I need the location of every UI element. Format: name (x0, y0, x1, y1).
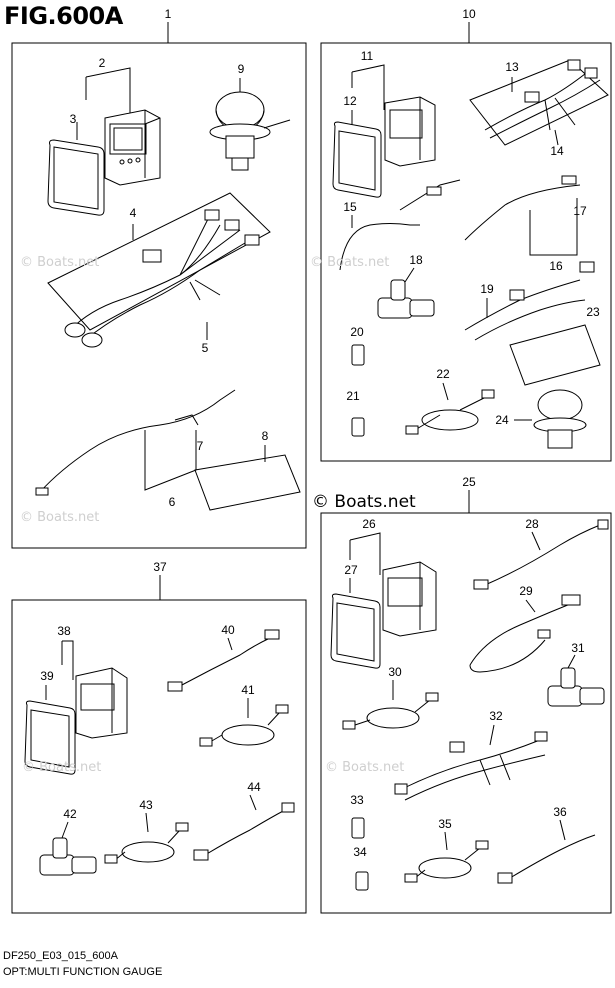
cable-icon (464, 175, 581, 241)
callout-labels: 1 2 3 4 5 6 7 8 9 10 11 12 13 14 15 16 1… (40, 7, 600, 859)
callout-36: 36 (553, 805, 567, 819)
callout-5: 5 (202, 341, 209, 355)
callout-33: 33 (350, 793, 364, 807)
callout-42: 42 (63, 807, 77, 821)
cable-icon (404, 840, 489, 883)
callout-21: 21 (346, 389, 360, 403)
parts-bag-icon (194, 454, 301, 511)
cable-icon (497, 834, 596, 884)
callout-26: 26 (362, 517, 376, 531)
callout-11: 11 (361, 49, 374, 63)
callout-19: 19 (480, 282, 494, 296)
callout-40: 40 (221, 623, 235, 637)
figure-title: FIG.600A (4, 2, 123, 30)
callout-20: 20 (350, 325, 364, 339)
gauge-cover-icon (47, 139, 105, 216)
watermark: © Boats.net (22, 760, 102, 775)
callout-31: 31 (571, 641, 585, 655)
callout-13: 13 (505, 60, 519, 74)
t-connector-icon (39, 837, 97, 876)
callout-12: 12 (343, 94, 357, 108)
callout-34: 34 (353, 845, 367, 859)
group-box-1 (11, 42, 307, 549)
watermark-bold: © Boats.net (312, 492, 416, 512)
callout-28: 28 (525, 517, 539, 531)
gauge-cover-icon (332, 121, 382, 198)
gauge-cover-icon (24, 700, 76, 775)
callout-29: 29 (519, 584, 533, 598)
callout-32: 32 (489, 709, 503, 723)
callout-39: 39 (40, 669, 54, 683)
callout-6: 6 (169, 495, 176, 509)
callout-4: 4 (130, 206, 137, 220)
watermark: © Boats.net (310, 255, 390, 270)
gauge-display-icon (75, 667, 128, 739)
callout-25: 25 (462, 475, 476, 489)
callout-10: 10 (462, 7, 476, 21)
callout-9: 9 (238, 62, 245, 76)
callout-24: 24 (495, 413, 509, 427)
watermark: © Boats.net (325, 760, 405, 775)
gauge-display-icon (104, 109, 161, 186)
callout-35: 35 (438, 817, 452, 831)
callout-8: 8 (262, 429, 269, 443)
callout-38: 38 (57, 624, 71, 638)
callout-17: 17 (573, 204, 587, 218)
cable-icon (339, 179, 461, 271)
group-box-37 (11, 599, 307, 914)
callout-27: 27 (344, 563, 358, 577)
cable-icon (469, 594, 581, 673)
terminator-icon (351, 344, 365, 366)
callout-16: 16 (549, 259, 563, 273)
footer-caption: OPT:MULTI FUNCTION GAUGE (3, 966, 163, 978)
callout-30: 30 (388, 665, 402, 679)
callout-44: 44 (247, 780, 261, 794)
terminator-icon (351, 817, 365, 839)
callout-15: 15 (343, 200, 357, 214)
callout-43: 43 (139, 798, 153, 812)
gauge-cover-icon (330, 593, 381, 669)
wire-harness-icon (484, 59, 601, 139)
cable-icon (199, 704, 289, 747)
parts-bag-icon (509, 324, 601, 386)
wire-harness-icon (464, 261, 595, 341)
terminator-icon (355, 871, 369, 891)
watermark: © Boats.net (20, 255, 100, 270)
t-connector-icon (547, 667, 605, 707)
callout-41: 41 (241, 683, 255, 697)
callout-14: 14 (550, 144, 564, 158)
group-box-25 (320, 512, 612, 914)
callout-18: 18 (409, 253, 423, 267)
cable-icon (473, 519, 609, 590)
callout-7: 7 (197, 439, 204, 453)
wire-harness-icon (64, 209, 260, 348)
cable-icon (405, 389, 495, 435)
callout-1: 1 (165, 7, 172, 21)
callout-37: 37 (153, 560, 167, 574)
callout-3: 3 (70, 112, 77, 126)
cable-icon (35, 389, 236, 496)
cable-icon (342, 692, 439, 730)
gauge-display-icon (382, 561, 437, 637)
gps-antenna-icon (533, 389, 587, 449)
cable-icon (104, 822, 189, 864)
group-box-10 (320, 42, 612, 462)
callout-2: 2 (99, 56, 106, 70)
callout-22: 22 (436, 367, 450, 381)
footer-code: DF250_E03_015_600A (3, 950, 118, 962)
gps-antenna-icon (209, 78, 291, 171)
wire-harness-icon (394, 731, 548, 801)
t-connector-icon (377, 279, 435, 319)
callout-23: 23 (586, 305, 600, 319)
gauge-display-icon (384, 96, 436, 167)
watermark: © Boats.net (20, 510, 100, 525)
cable-icon (193, 802, 295, 861)
cable-icon (167, 629, 280, 692)
terminator-icon (351, 417, 365, 437)
